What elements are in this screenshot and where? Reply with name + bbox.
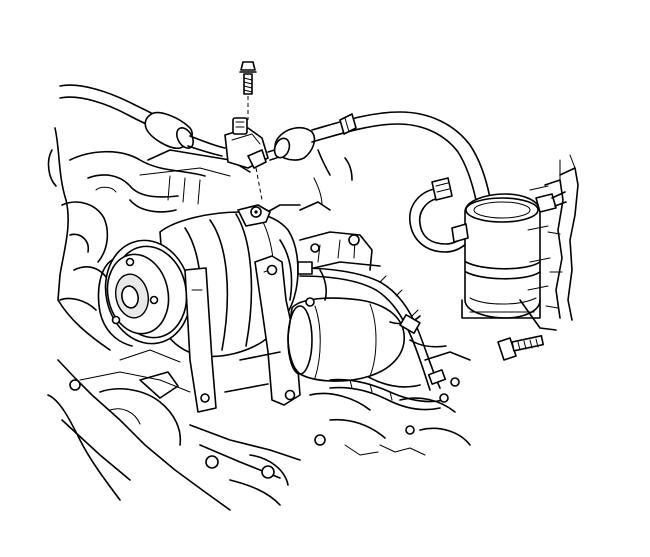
engine-block (47, 127, 471, 511)
mounting-bracket (184, 255, 301, 413)
wiring-harness (297, 261, 449, 411)
hose-manifold-block (224, 117, 269, 169)
right-side-structure (519, 154, 579, 331)
compressor-clutch-pulley (97, 239, 192, 347)
starter-motor (287, 297, 405, 382)
manifold-leader-line (255, 167, 263, 201)
refrigerant-hose-assembly (59, 84, 491, 206)
accumulator-bracket-bolt (497, 334, 545, 361)
manifold-bolt (239, 61, 257, 120)
accumulator-drier (409, 177, 567, 319)
